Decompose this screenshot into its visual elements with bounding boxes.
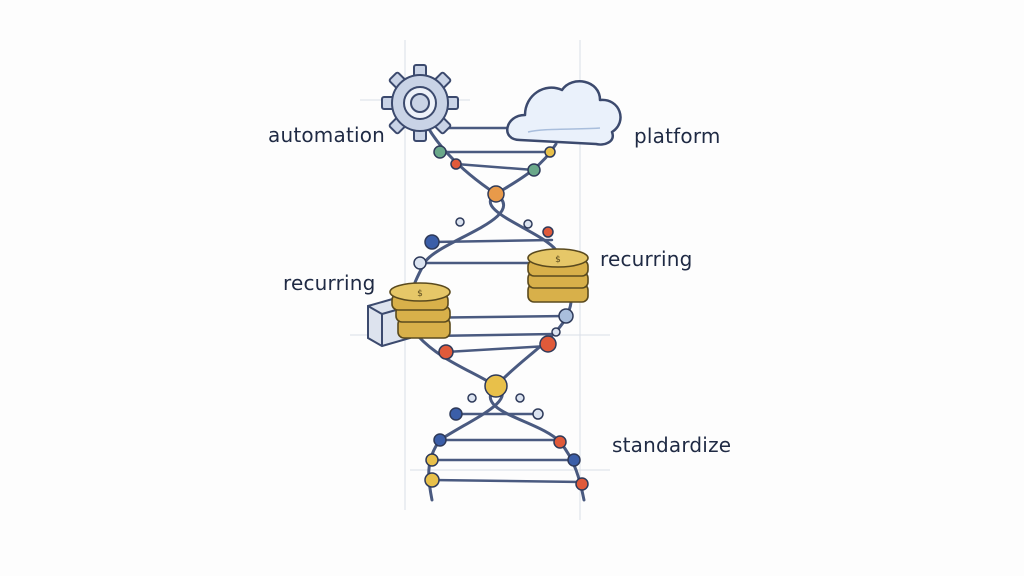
coin-stack-icon-right: $ [527,248,589,303]
label-standardize: standardize [612,433,732,457]
helix-nodes [413,145,589,491]
coin-stack-icon-left: $ [389,282,451,339]
cloud-icon [506,80,622,146]
svg-text:$: $ [417,289,423,299]
gear-icon [381,64,459,142]
label-recurring-left: recurring [283,271,376,295]
svg-text:$: $ [555,255,561,265]
label-recurring-right: recurring [600,247,693,271]
label-platform: platform [634,124,721,148]
label-automation: automation [268,123,386,147]
